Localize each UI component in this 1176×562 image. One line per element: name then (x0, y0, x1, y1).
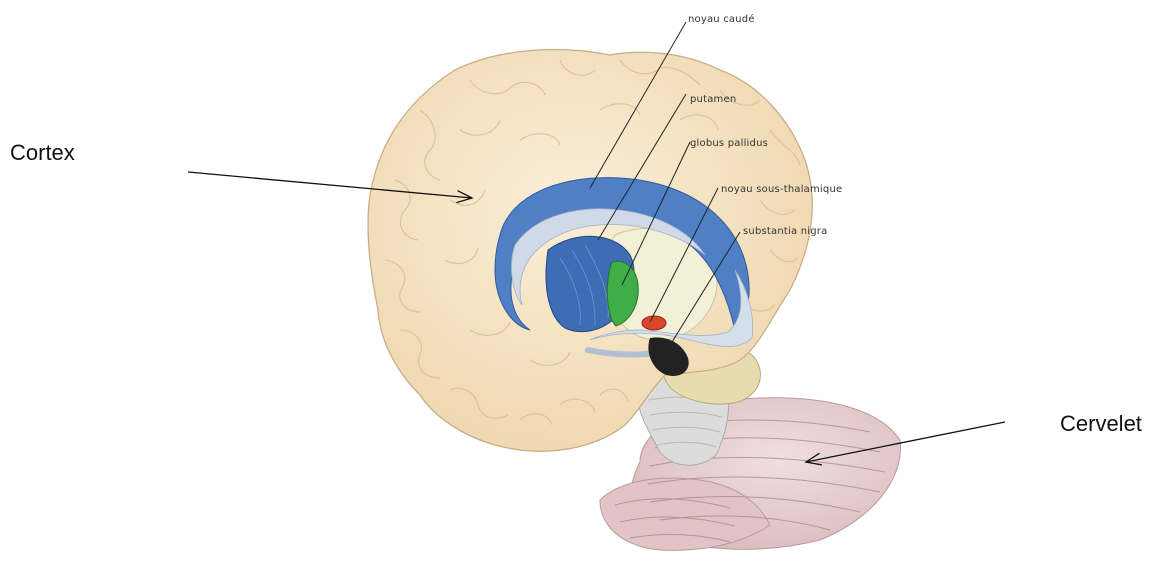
putamen-label: putamen (690, 94, 736, 105)
globus-pallidus-label: globus pallidus (690, 138, 768, 149)
noyau-caude-label: noyau caudé (688, 14, 755, 25)
cervelet-label: Cervelet (1060, 411, 1142, 437)
substantia-nigra-label: substantia nigra (743, 226, 827, 237)
cortex-label: Cortex (10, 140, 75, 166)
subthalamic-nucleus (642, 316, 666, 330)
noyau-sous-thalamique-label: noyau sous-thalamique (721, 184, 842, 195)
